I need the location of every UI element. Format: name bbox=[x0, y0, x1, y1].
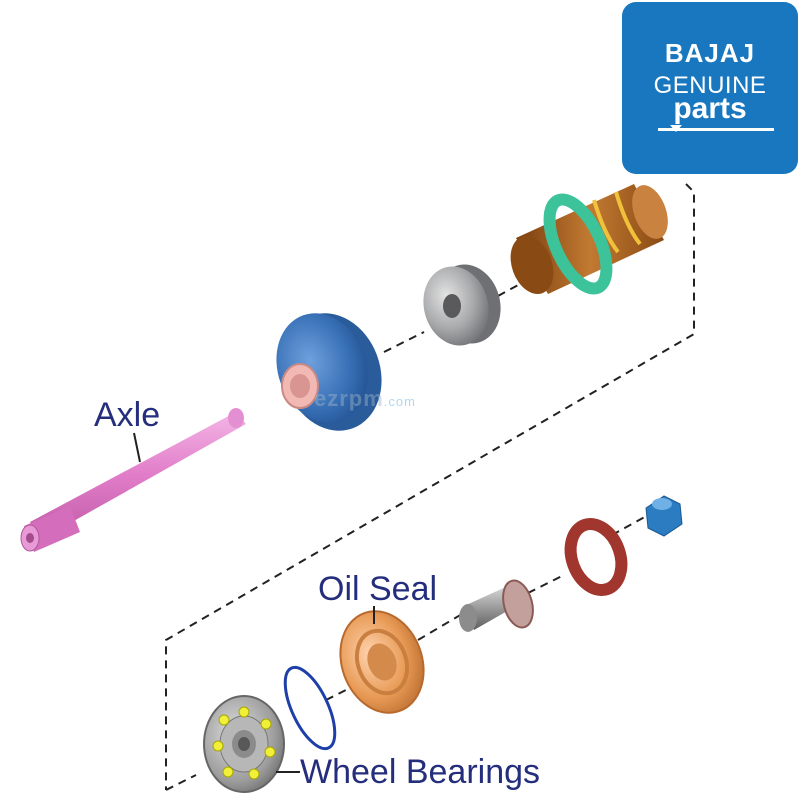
grey-spacer-part bbox=[423, 264, 501, 346]
logo-genuine-text: GENUINE bbox=[653, 72, 767, 99]
watermark-main-text: ezrpm bbox=[314, 386, 384, 411]
axle-leader-line bbox=[133, 432, 141, 463]
circlip-part bbox=[283, 665, 337, 751]
oil-seal-label: Oil Seal bbox=[318, 570, 438, 608]
axle-part bbox=[20, 408, 246, 552]
logo-underline bbox=[658, 128, 774, 131]
axle-label: Axle bbox=[94, 396, 161, 434]
spindle-part bbox=[459, 579, 534, 632]
watermark: ezrpm.com bbox=[314, 386, 416, 412]
bajaj-genuine-parts-logo: BAJAJ GENUINE parts bbox=[622, 2, 798, 174]
oil-seal-part bbox=[339, 610, 425, 714]
wheel-bearing-part bbox=[203, 695, 285, 793]
wheel-bearings-label: Wheel Bearings bbox=[300, 753, 541, 791]
blue-nut-part bbox=[645, 495, 683, 537]
assembly-dashed-lines bbox=[165, 183, 695, 791]
red-washer-part bbox=[564, 518, 628, 596]
blue-hub-part bbox=[276, 313, 382, 431]
sleeve-part bbox=[510, 184, 668, 295]
logo-parts-text: parts bbox=[673, 92, 747, 125]
logo-brand-text: BAJAJ bbox=[664, 38, 756, 68]
watermark-suffix-text: .com bbox=[383, 394, 416, 409]
